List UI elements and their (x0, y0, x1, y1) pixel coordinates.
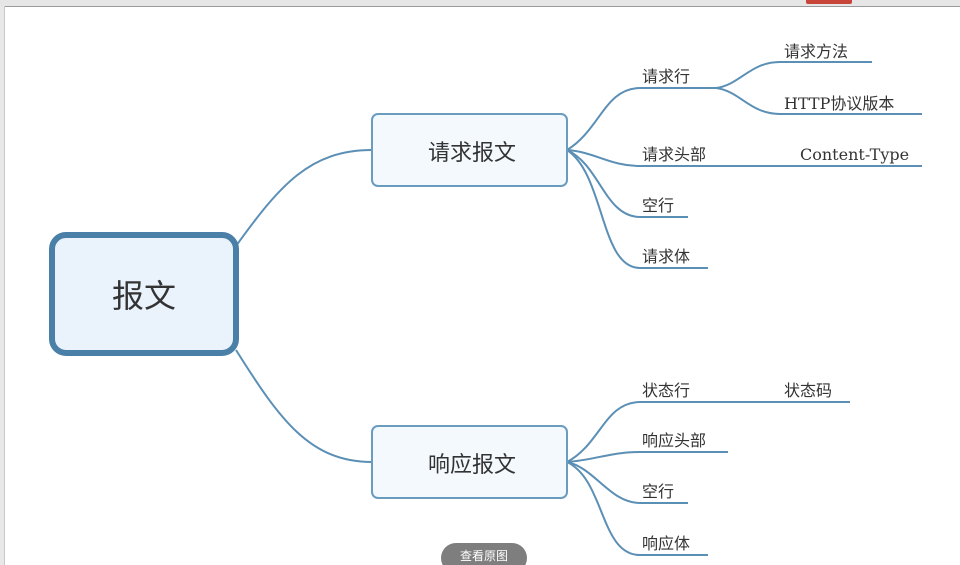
connector-http-version (715, 87, 781, 115)
view-original-button[interactable]: 查看原图 (441, 543, 527, 565)
toolbar-accent-tab (806, 0, 852, 4)
response-headers-label[interactable]: 响应头部 (642, 431, 706, 450)
connector-status-line (566, 401, 641, 463)
request-body-label[interactable]: 请求体 (642, 247, 690, 266)
status-line-label[interactable]: 状态行 (642, 381, 690, 400)
connector-request-method (715, 61, 781, 89)
root-node-label: 报文 (112, 277, 176, 315)
connector-request-headers (566, 149, 641, 167)
response-blank-line-label[interactable]: 空行 (642, 482, 674, 501)
request-blank-line-label[interactable]: 空行 (642, 196, 674, 215)
connector-response-headers (566, 451, 641, 463)
connector-root-request (235, 149, 373, 247)
response-body-label[interactable]: 响应体 (642, 534, 690, 553)
connector-request-blank (566, 149, 641, 218)
connector-response-blank (566, 461, 641, 504)
request-headers-label[interactable]: 请求头部 (642, 145, 706, 164)
root-node[interactable]: 报文 (49, 232, 239, 356)
connector-root-response (235, 349, 373, 463)
request-line-label[interactable]: 请求行 (642, 67, 690, 86)
request-message-label: 请求报文 (428, 141, 516, 166)
request-message-node[interactable]: 请求报文 (371, 113, 568, 187)
content-type-label[interactable]: Content-Type (800, 145, 909, 164)
viewer-left-edge (0, 6, 5, 565)
response-message-node[interactable]: 响应报文 (371, 425, 568, 499)
http-version-label[interactable]: HTTP协议版本 (784, 94, 894, 113)
connector-request-line (566, 87, 641, 151)
request-method-label[interactable]: 请求方法 (784, 42, 848, 61)
connector-response-body (566, 461, 641, 556)
status-code-label[interactable]: 状态码 (784, 381, 832, 400)
connector-request-body (566, 149, 641, 269)
host-toolbar-strip (0, 0, 960, 7)
response-message-label: 响应报文 (428, 453, 516, 478)
